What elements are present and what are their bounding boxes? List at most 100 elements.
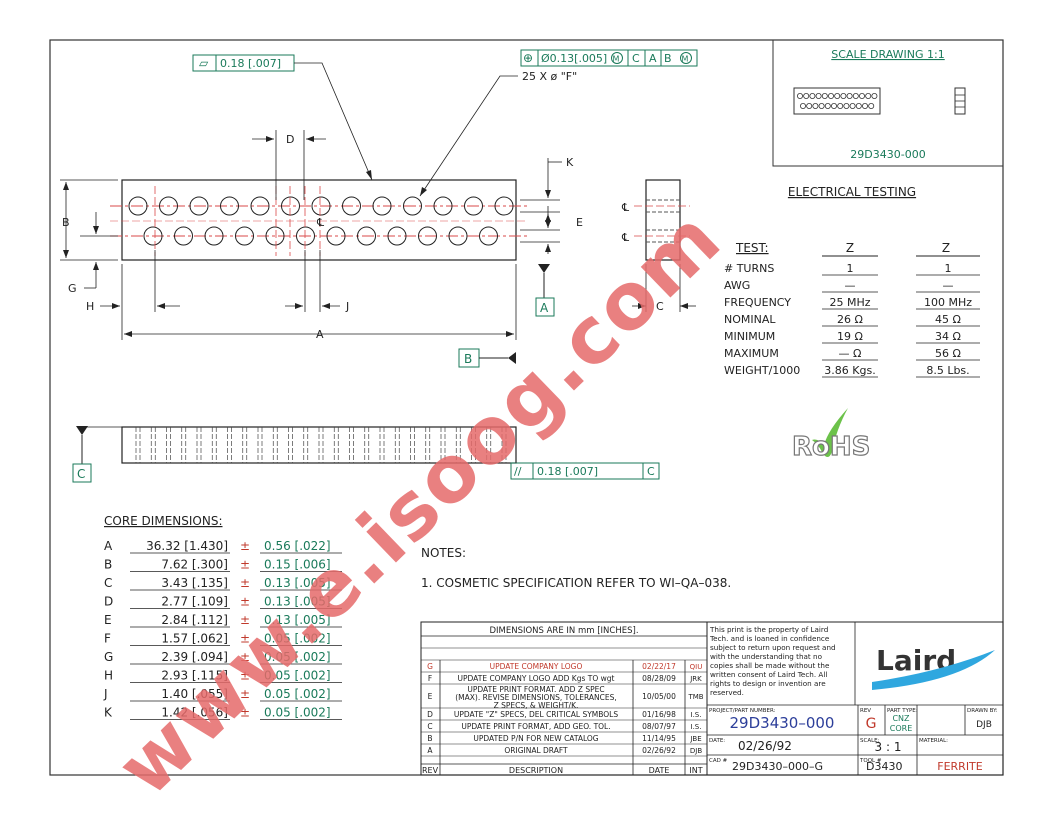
hole-bottom	[357, 226, 376, 246]
rev-initials: QIU	[690, 663, 703, 671]
material-value: FERRITE	[937, 760, 983, 773]
electrical-value-z2: 56 Ω	[935, 347, 961, 360]
holes-callout: 25 X ø "F"	[522, 70, 577, 83]
hole-top	[250, 196, 270, 216]
dim-h-label: H	[86, 300, 94, 313]
core-dim-tolerance: 0.05 [.002]	[264, 632, 331, 646]
dim-a-label: A	[316, 328, 324, 341]
rev-date: 08/07/97	[642, 722, 676, 731]
hole-top	[311, 196, 331, 216]
rev-description: UPDATE COMPANY LOGO ADD Kgs TO wgt	[458, 674, 615, 683]
hole-bottom	[387, 226, 407, 246]
revision-header: DIMENSIONS ARE IN mm [INCHES].	[489, 626, 638, 636]
position-datum-a: A	[649, 52, 657, 65]
core-dim-tolerance: 0.56 [.022]	[264, 539, 331, 553]
lbl-tool: TOOL #	[859, 758, 882, 764]
core-dim-value: 2.93 [.115]	[161, 669, 228, 683]
electrical-value-z2: 8.5 Lbs.	[926, 364, 969, 377]
core-dim-pm: ±	[240, 576, 250, 590]
electrical-row-label: FREQUENCY	[724, 296, 791, 309]
dim-d-label: D	[286, 133, 294, 146]
hole-top	[220, 196, 239, 216]
rev-description: UPDATED P/N FOR NEW CATALOG	[473, 734, 598, 743]
scale-value: 3 : 1	[875, 740, 902, 754]
scale-hole	[824, 103, 831, 110]
notice-line: with the understanding that no	[710, 652, 822, 661]
core-dim-tolerance: 0.05 [.002]	[264, 706, 331, 720]
front-view: ℄	[110, 179, 528, 261]
core-dim-key: H	[104, 669, 113, 683]
dim-g-label: G	[68, 282, 77, 295]
notes: NOTES: 1. COSMETIC SPECIFICATION REFER T…	[421, 546, 731, 590]
electrical-row-label: MINIMUM	[724, 330, 775, 343]
notice-line: copies shall be made without the	[710, 661, 830, 670]
scale-hole	[840, 93, 847, 100]
rev-description: (MAX). REVISE DIMENSIONS, TOLERANCES,	[455, 693, 617, 702]
position-frame: ⊕ Ø0.13[.005] M C A B M 25 X ø "F"	[419, 49, 698, 197]
lbl-date: DATE:	[709, 738, 725, 744]
dim-j-label: J	[345, 300, 349, 313]
hole-top	[464, 196, 483, 216]
core-dim-value: 2.39 [.094]	[161, 650, 228, 664]
rev-letter: F	[428, 674, 432, 683]
core-dim-pm: ±	[240, 650, 250, 664]
flatness-symbol: ▱	[199, 56, 209, 70]
notice-line: written consent of Laird Tech. All	[710, 670, 827, 679]
electrical-value-z1: 19 Ω	[837, 330, 863, 343]
notice-line: This print is the property of Laird	[709, 625, 828, 634]
lbl-part: PROJECT/PART NUMBER:	[709, 708, 776, 714]
hole-top	[372, 196, 392, 216]
notice-line: Tech. and is loaned in confidence	[709, 634, 830, 643]
electrical-value-z1: — Ω	[839, 347, 862, 360]
scale-hole	[815, 93, 822, 100]
rohs-logo: RoHS	[791, 408, 871, 463]
rev-value: G	[866, 716, 877, 732]
rev-initials: I.S.	[691, 711, 702, 719]
electrical-row-label: NOMINAL	[724, 313, 776, 326]
electrical-value-z2: —	[943, 279, 954, 292]
core-dim-value: 3.43 [.135]	[161, 576, 228, 590]
drawn-by: DJB	[976, 720, 992, 730]
scale-hole	[806, 103, 813, 110]
rev-letter: G	[427, 662, 433, 671]
scale-hole	[855, 103, 862, 110]
core-dim-value: 7.62 [.300]	[161, 558, 228, 572]
scale-hole	[803, 93, 810, 100]
core-dim-value: 2.84 [.112]	[161, 613, 228, 627]
notice-line: subject to return upon request and	[710, 643, 836, 652]
rev-initials: JRK	[689, 675, 702, 683]
hole-top	[494, 196, 514, 216]
notice-line: reserved.	[710, 688, 744, 697]
dim-e-label: E	[576, 216, 583, 229]
cad-value: 29D3430–000–G	[732, 760, 823, 773]
hole-bottom	[174, 226, 193, 246]
core-dim-value: 36.32 [1.430]	[146, 539, 228, 553]
core-dim-pm: ±	[240, 687, 250, 701]
core-dim-key: K	[104, 706, 113, 720]
front-dimensions	[60, 130, 562, 340]
electrical-value-z2: 1	[945, 262, 952, 275]
rev-description: UPDATE COMPANY LOGO	[490, 662, 583, 671]
scale-drawing-box: SCALE DRAWING 1:1 29D3430-000	[772, 40, 1003, 167]
core-dim-value: 2.77 [.109]	[161, 595, 228, 609]
core-dims-title: CORE DIMENSIONS:	[104, 514, 223, 528]
part-number: 29D3430–000	[730, 714, 835, 732]
scale-hole	[852, 93, 859, 100]
date-value: 02/26/92	[738, 739, 792, 753]
rev-date: 01/16/98	[642, 710, 676, 719]
rev-col-date: DATE	[649, 766, 670, 775]
rev-date: 11/14/95	[642, 734, 676, 743]
flatness-frame: ▱ 0.18 [.007]	[192, 54, 373, 181]
front-holes	[128, 196, 514, 246]
core-dim-pm: ±	[240, 632, 250, 646]
hole-bottom	[448, 226, 468, 246]
scale-drawing-title: SCALE DRAWING 1:1	[831, 48, 944, 61]
core-dim-pm: ±	[240, 558, 250, 572]
notice-line: rights to design or invention are	[710, 679, 826, 688]
rev-initials: I.S.	[691, 723, 702, 731]
electrical-value-z1: 3.86 Kgs.	[824, 364, 875, 377]
rev-letter: B	[427, 734, 432, 743]
note-1: 1. COSMETIC SPECIFICATION REFER TO WI–QA…	[421, 576, 731, 590]
